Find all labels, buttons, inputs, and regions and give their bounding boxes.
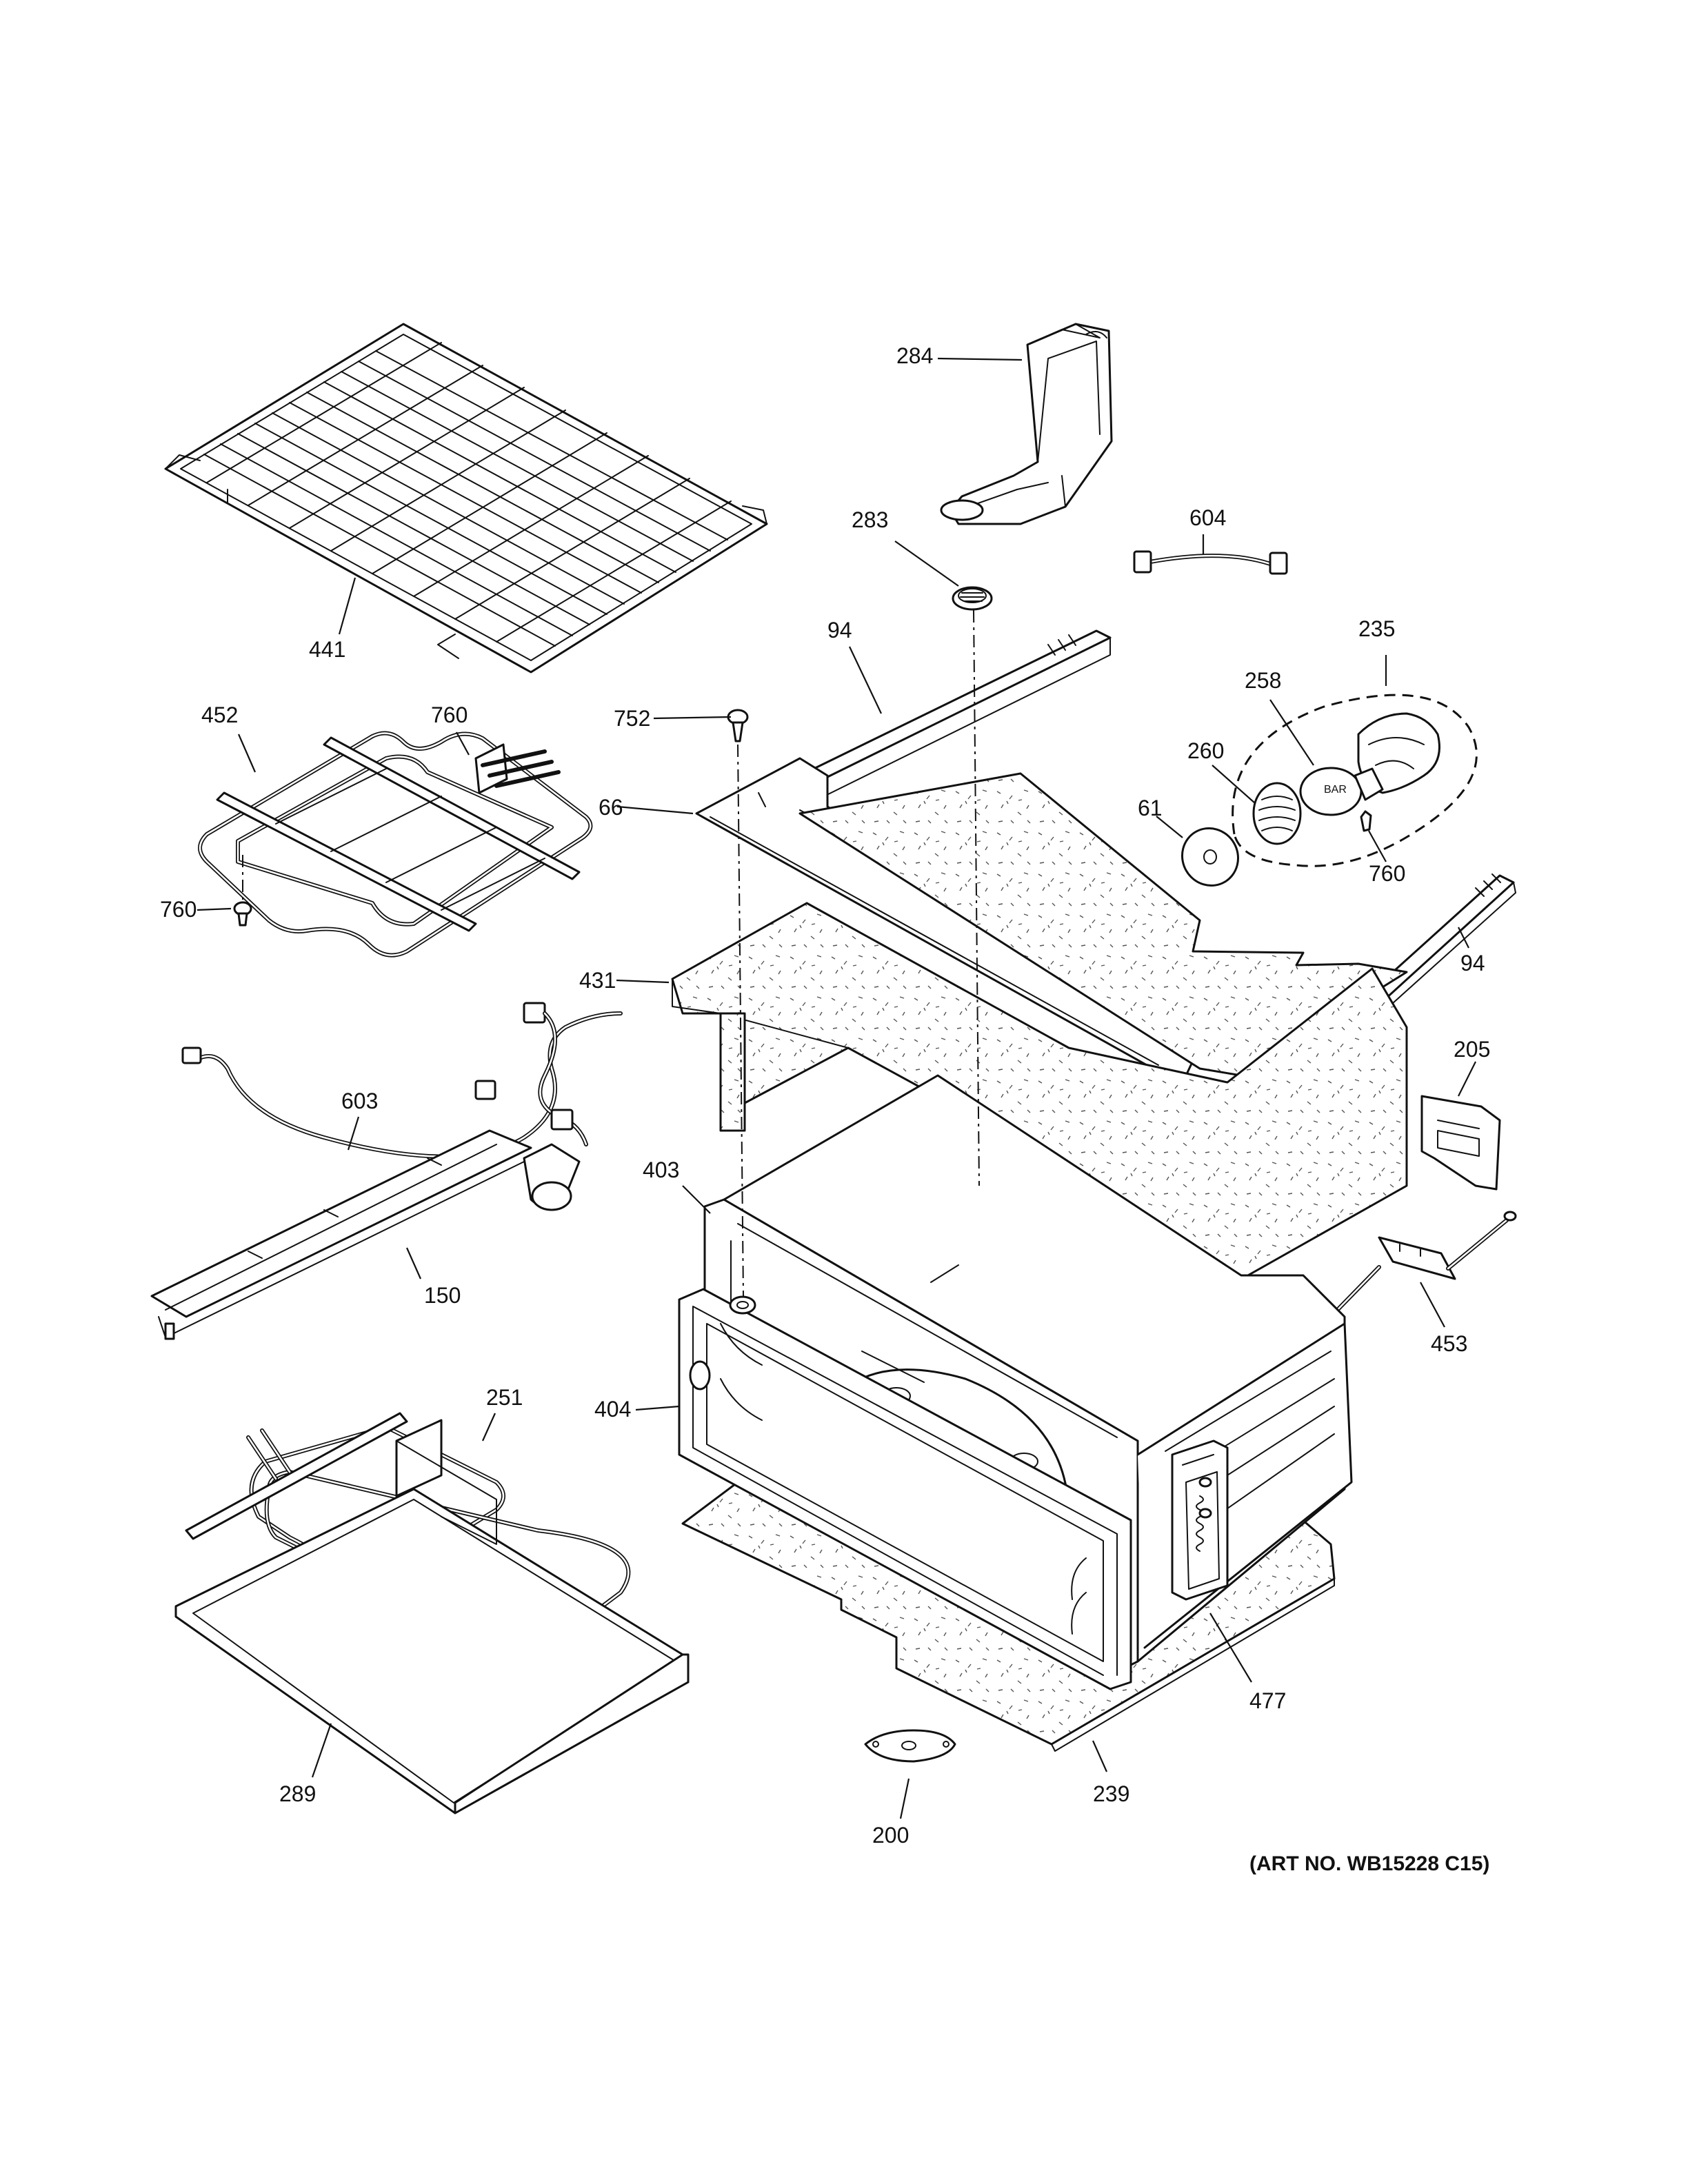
callout-61[interactable]: 61 bbox=[1138, 796, 1163, 820]
callout-94-right[interactable]: 94 bbox=[1460, 951, 1485, 975]
hinge-bracket-205 bbox=[1420, 1095, 1501, 1191]
bracket-assembly-150 bbox=[150, 1129, 581, 1340]
callout-441[interactable]: 441 bbox=[309, 637, 345, 662]
callout-260[interactable]: 260 bbox=[1187, 738, 1224, 763]
callout-150[interactable]: 150 bbox=[424, 1283, 461, 1308]
light-lens-61 bbox=[1180, 827, 1240, 887]
oven-light-assembly-235: BAR bbox=[1232, 694, 1478, 867]
callout-284[interactable]: 284 bbox=[896, 343, 933, 368]
callout-94-top[interactable]: 94 bbox=[827, 618, 852, 643]
callout-283[interactable]: 283 bbox=[852, 507, 888, 532]
callout-labels: 441 284 283 604 94 235 258 260 61 760 45… bbox=[160, 343, 1490, 1848]
callout-453[interactable]: 453 bbox=[1431, 1331, 1467, 1356]
callout-604[interactable]: 604 bbox=[1189, 505, 1226, 530]
vent-duct-284 bbox=[940, 323, 1113, 525]
callout-452[interactable]: 452 bbox=[201, 702, 238, 727]
callout-760-screw[interactable]: 760 bbox=[160, 897, 197, 922]
door-hinge-477 bbox=[1171, 1439, 1229, 1601]
callout-239[interactable]: 239 bbox=[1093, 1781, 1129, 1806]
wire-harness-603 bbox=[181, 1002, 623, 1159]
callout-66[interactable]: 66 bbox=[599, 795, 623, 820]
callout-403[interactable]: 403 bbox=[643, 1157, 679, 1182]
bottom-tray-289 bbox=[174, 1419, 690, 1814]
broil-element-452 bbox=[198, 731, 593, 958]
callout-760-light[interactable]: 760 bbox=[1369, 861, 1405, 886]
callout-235[interactable]: 235 bbox=[1358, 616, 1395, 641]
callout-251[interactable]: 251 bbox=[486, 1385, 523, 1410]
callout-258[interactable]: 258 bbox=[1245, 668, 1281, 693]
callout-205[interactable]: 205 bbox=[1454, 1037, 1490, 1062]
callout-760-element[interactable]: 760 bbox=[431, 702, 468, 727]
callout-404[interactable]: 404 bbox=[594, 1397, 631, 1422]
oven-rack-441 bbox=[164, 323, 768, 674]
art-number: (ART NO. WB15228 C15) bbox=[1249, 1852, 1489, 1875]
mounting-rail-94-rear bbox=[805, 629, 1112, 800]
callout-431[interactable]: 431 bbox=[579, 968, 616, 993]
callout-289[interactable]: 289 bbox=[279, 1781, 316, 1806]
screw-760-a bbox=[233, 901, 252, 927]
callout-200[interactable]: 200 bbox=[872, 1823, 909, 1848]
temperature-sensor-453 bbox=[1325, 1211, 1517, 1322]
callout-752[interactable]: 752 bbox=[614, 706, 650, 731]
callout-477[interactable]: 477 bbox=[1249, 1688, 1286, 1713]
callout-603[interactable]: 603 bbox=[341, 1089, 378, 1113]
vent-screen-283 bbox=[952, 586, 993, 611]
front-frame-404 bbox=[678, 1288, 1132, 1690]
alignment-lines bbox=[242, 609, 980, 1297]
leader-lines bbox=[197, 357, 1476, 1819]
screw-752 bbox=[727, 709, 749, 742]
cover-plate-200 bbox=[864, 1729, 956, 1763]
wire-harness-604 bbox=[1133, 550, 1288, 575]
svg-text:BAR: BAR bbox=[1324, 784, 1347, 796]
